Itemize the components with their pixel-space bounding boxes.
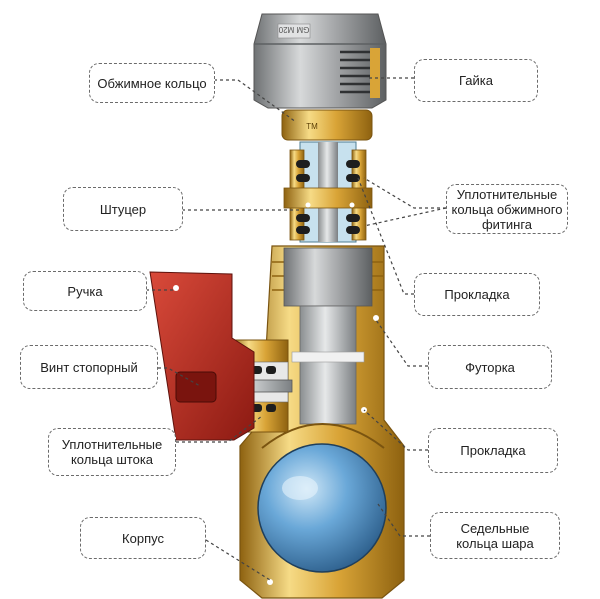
valve-body — [239, 245, 405, 599]
label-adapter: Футорка — [428, 345, 552, 389]
label-body: Корпус — [80, 517, 206, 559]
label-fitting-o-rings: Уплотнительные кольца обжимного фитинга — [446, 184, 568, 234]
nut: GM M20 — [253, 13, 387, 109]
label-nut: Гайка — [414, 59, 538, 102]
compression-ring: TM — [281, 109, 373, 141]
nut-engraving: GM M20 — [278, 25, 309, 34]
label-compression-ring: Обжимное кольцо — [89, 63, 215, 103]
label-union: Штуцер — [63, 187, 183, 231]
leader-lines — [146, 77, 447, 581]
label-gasket-lower: Прокладка — [428, 428, 558, 473]
handle — [149, 271, 255, 441]
label-stop-screw: Винт стопорный — [20, 345, 158, 389]
ring-engraving: TM — [306, 122, 318, 131]
label-handle: Ручка — [23, 271, 147, 311]
label-gasket-upper: Прокладка — [414, 273, 540, 316]
label-ball-seat-rings: Седельные кольца шара — [430, 512, 560, 559]
fitting-union — [283, 141, 373, 243]
label-stem-o-rings: Уплотнительные кольца штока — [48, 428, 176, 476]
